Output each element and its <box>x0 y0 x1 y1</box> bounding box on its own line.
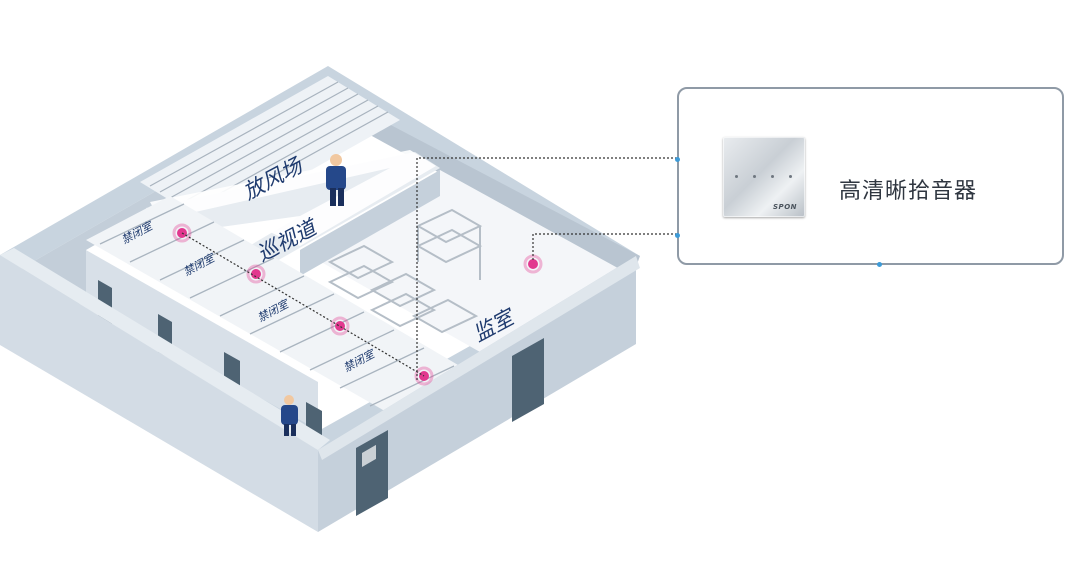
device-callout: SPON 高清晰拾音器 <box>675 87 1064 267</box>
outer-wall-right-top <box>318 256 640 460</box>
cell-door-icon <box>356 338 544 516</box>
outer-wall-right <box>318 256 636 532</box>
device-led <box>735 175 738 178</box>
callout-connector-dot <box>675 157 680 162</box>
confinement-bars <box>99 203 455 407</box>
outer-wall-left <box>0 255 318 532</box>
yard-area <box>140 76 400 226</box>
outer-wall-left-top <box>0 248 330 450</box>
microphone-device-icon: SPON <box>723 137 805 217</box>
callout-connector-dot <box>877 262 882 267</box>
device-led <box>771 175 774 178</box>
connector-lines <box>181 157 677 380</box>
cell-room-wall <box>300 170 440 276</box>
back-wall-right <box>328 92 640 278</box>
callout-connector-dot <box>675 233 680 238</box>
device-brand: SPON <box>773 203 797 211</box>
device-name: 高清晰拾音器 <box>839 179 978 204</box>
device-led <box>753 175 756 178</box>
device-led <box>789 175 792 178</box>
patrol-walkway <box>150 150 436 246</box>
bunk-bed-icon <box>327 208 483 334</box>
guard-figure-icon <box>326 154 346 206</box>
corridor-wall <box>86 250 318 430</box>
confinement-strip <box>86 196 470 414</box>
guard-figure-icon <box>281 395 298 436</box>
